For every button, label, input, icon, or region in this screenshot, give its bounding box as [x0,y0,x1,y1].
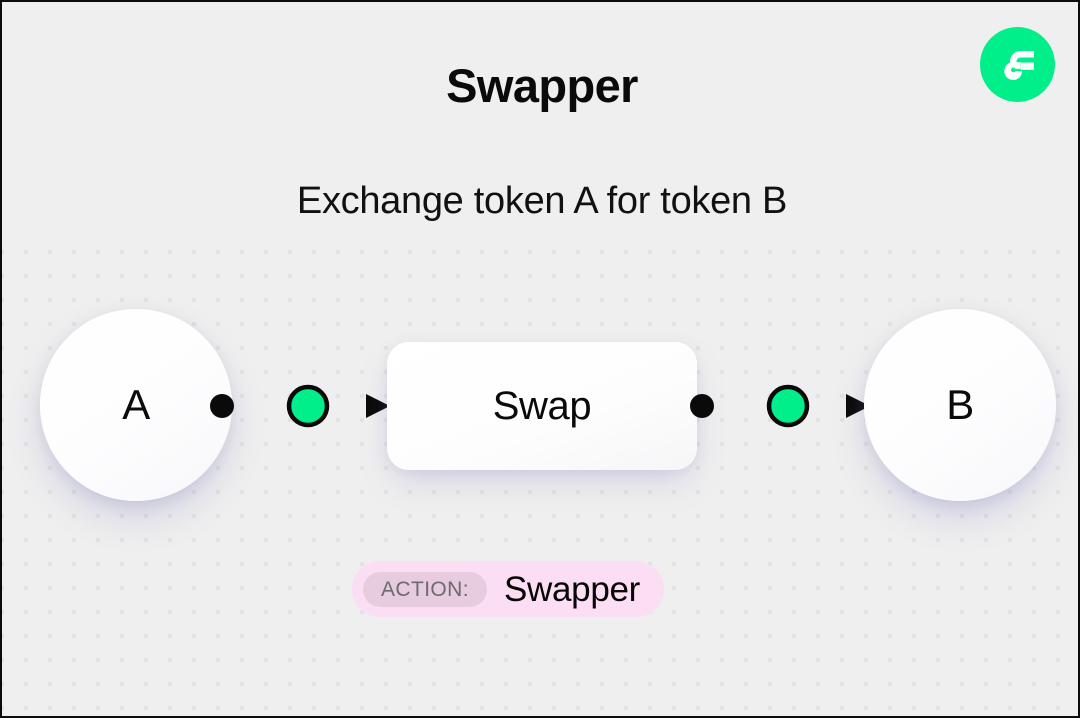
connector-source-dot [210,394,234,418]
token-node-b-label: B [946,381,974,428]
token-node-a[interactable]: A [40,309,232,501]
flow-logo-icon [980,27,1055,102]
connector-mid-dot [766,384,810,428]
action-badge-value: Swapper [503,569,641,609]
connector-source-dot [690,394,714,418]
page-title: Swapper [446,59,638,112]
connector-swap-to-b [687,380,873,432]
token-node-b[interactable]: B [864,309,1056,501]
action-badge-label: ACTION: [363,571,487,607]
token-node-a-label: A [122,381,150,428]
process-node-swap[interactable]: Swap [387,342,697,470]
connector-a-to-swap [207,380,393,432]
page-subtitle: Exchange token A for token B [296,180,788,222]
process-node-label: Swap [492,383,592,428]
action-badge: ACTION: Swapper [352,561,665,617]
connector-mid-dot [286,384,330,428]
